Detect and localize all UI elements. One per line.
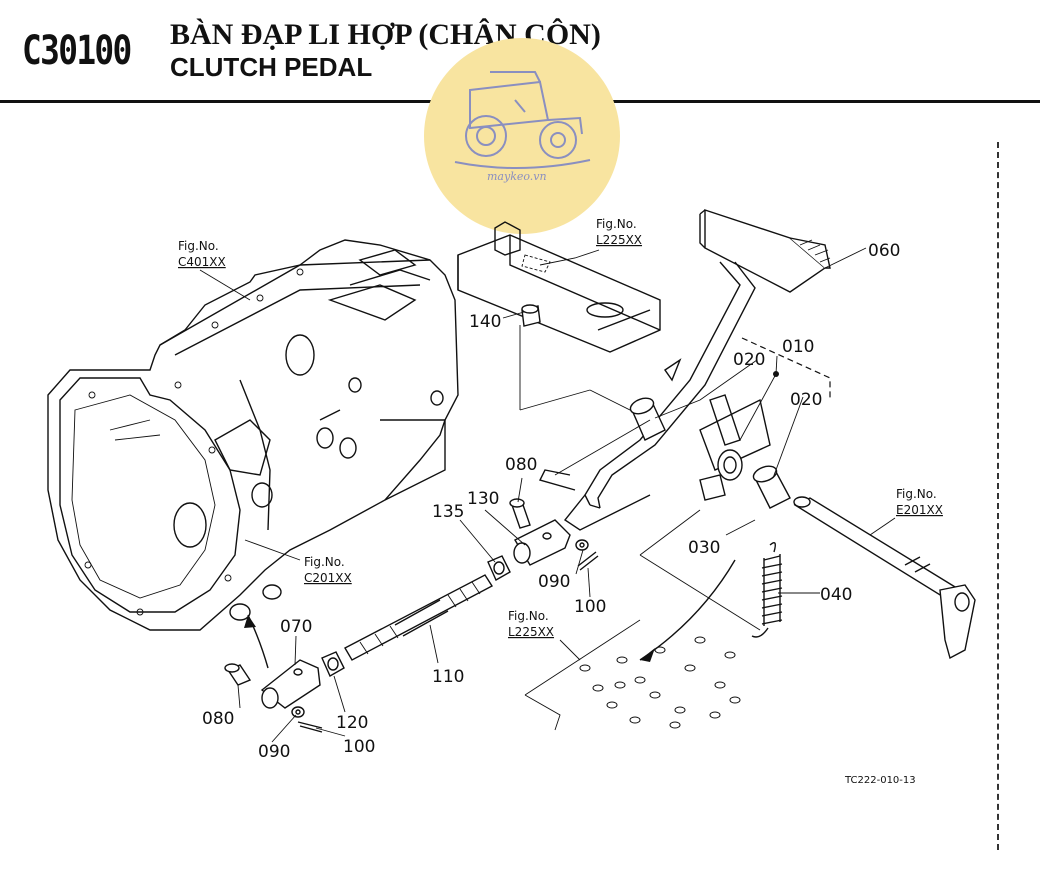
part-080-pin-upper [509, 498, 531, 529]
part-130-yoke-upper [513, 519, 571, 566]
drawing-reference-code: TC222-010-13 [844, 775, 916, 786]
label-090-upper: 090 [538, 572, 570, 592]
part-090-washer-upper [575, 539, 589, 551]
leader-lines [199, 247, 896, 743]
part-100-cotter-pin-upper [577, 551, 599, 571]
part-090-washer-lower [291, 706, 305, 718]
part-070-yoke-lower [260, 659, 321, 709]
figref-c201-code: C201XX [304, 571, 352, 585]
label-100-upper: 100 [574, 597, 606, 617]
page-edge-dashed-line [997, 142, 999, 850]
pedal-bracket [457, 221, 661, 353]
label-070: 070 [280, 617, 312, 637]
assembly-bracket-010 [741, 337, 831, 398]
part-140-bushing [521, 304, 541, 327]
part-020-bushing-right [752, 465, 791, 509]
figref-l225-bottom-label: Fig.No. [508, 609, 549, 623]
label-120: 120 [336, 713, 368, 733]
label-010: 010 [782, 337, 814, 357]
label-100-lower: 100 [343, 737, 375, 757]
figref-c401-label: Fig.No. [178, 239, 219, 253]
watermark-logo: maykeo.vn [424, 38, 620, 234]
spring-arrow [639, 559, 736, 661]
label-020-left: 020 [733, 350, 765, 370]
part-040-return-spring [751, 542, 783, 638]
figref-l225-top-label: Fig.No. [596, 217, 637, 231]
figref-e201-code: E201XX [896, 503, 943, 517]
figref-e201-label: Fig.No. [896, 487, 937, 501]
transmission-housing [47, 239, 459, 631]
label-090-lower: 090 [258, 742, 290, 762]
part-135-lock-nut [487, 555, 511, 581]
label-030: 030 [688, 538, 720, 558]
figref-c201-label: Fig.No. [304, 555, 345, 569]
label-135: 135 [432, 502, 464, 522]
title-english: CLUTCH PEDAL [170, 52, 373, 82]
watermark-text: maykeo.vn [487, 170, 547, 183]
pedal-shaft [793, 496, 976, 660]
label-110: 110 [432, 667, 464, 687]
figref-l225-top-code: L225XX [596, 233, 642, 247]
label-020-right: 020 [790, 390, 822, 410]
part-110-adjusting-rod [344, 574, 493, 661]
part-080-pin-lower [224, 663, 252, 686]
part-100-cotter-pin-lower [297, 721, 323, 733]
label-080-lower: 080 [202, 709, 234, 729]
label-060: 060 [868, 241, 900, 261]
figref-l225-bottom-code: L225XX [508, 625, 554, 639]
label-040: 040 [820, 585, 852, 605]
floor-plate [524, 619, 741, 731]
label-140: 140 [469, 312, 501, 332]
figref-c401-code: C401XX [178, 255, 226, 269]
part-020-bushing-left [629, 397, 666, 441]
label-080-upper: 080 [505, 455, 537, 475]
section-code: C30100 [22, 28, 132, 74]
part-120-nut [321, 651, 345, 677]
part-010-pedal-assembly [538, 209, 831, 531]
label-130: 130 [467, 489, 499, 509]
